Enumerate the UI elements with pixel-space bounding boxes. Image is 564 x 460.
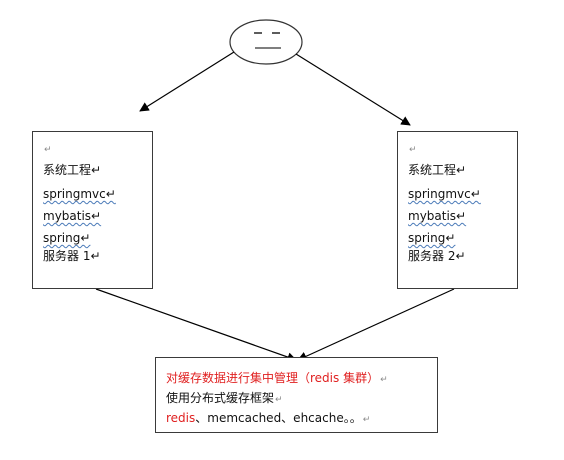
cache-box: 对缓存数据进行集中管理（redis 集群）↵ 使用分布式缓存框架↵ redis、… xyxy=(155,357,438,433)
mybatis-label: mybatis↵ xyxy=(408,209,467,223)
cache-tools-line: redis、memcached、ehcache。。↵ xyxy=(166,411,370,427)
paragraph-mark: ↵ xyxy=(409,145,417,155)
arrow-to-server-1 xyxy=(139,51,235,112)
paragraph-mark: ↵ xyxy=(380,375,388,385)
server-1-box: ↵ 系统工程↵ springmvc↵ mybatis↵ spring↵ 服务器 … xyxy=(32,131,153,289)
system-label: 系统工程↵ xyxy=(43,163,102,177)
paragraph-mark: ↵ xyxy=(275,395,283,405)
server-name-label: 服务器 2↵ xyxy=(408,249,466,263)
arrow-to-server-2 xyxy=(295,53,411,126)
spring-label: spring↵ xyxy=(43,231,91,245)
cache-framework-text: 使用分布式缓存框架 xyxy=(166,391,275,405)
mybatis-label: mybatis↵ xyxy=(43,209,102,223)
redis-text: redis xyxy=(166,411,196,425)
server-name-label: 服务器 1↵ xyxy=(43,249,101,263)
cache-framework-line: 使用分布式缓存框架↵ xyxy=(166,391,283,407)
paragraph-mark: ↵ xyxy=(44,145,52,155)
cache-title: 对缓存数据进行集中管理（redis 集群）↵ xyxy=(166,371,388,387)
cache-tools-text: 、memcached、ehcache。。 xyxy=(195,411,362,425)
springmvc-label: springmvc↵ xyxy=(408,187,481,201)
paragraph-mark: ↵ xyxy=(362,415,371,425)
spring-label: spring↵ xyxy=(408,231,456,245)
arrow-server-2-to-cache xyxy=(297,288,455,361)
server-2-box: ↵ 系统工程↵ springmvc↵ mybatis↵ spring↵ 服务器 … xyxy=(397,131,518,289)
arrow-server-1-to-cache xyxy=(95,288,297,362)
smiley-face-icon xyxy=(229,19,303,65)
cache-title-text: 对缓存数据进行集中管理（redis 集群） xyxy=(166,371,380,385)
system-label: 系统工程↵ xyxy=(408,163,467,177)
springmvc-label: springmvc↵ xyxy=(43,187,116,201)
